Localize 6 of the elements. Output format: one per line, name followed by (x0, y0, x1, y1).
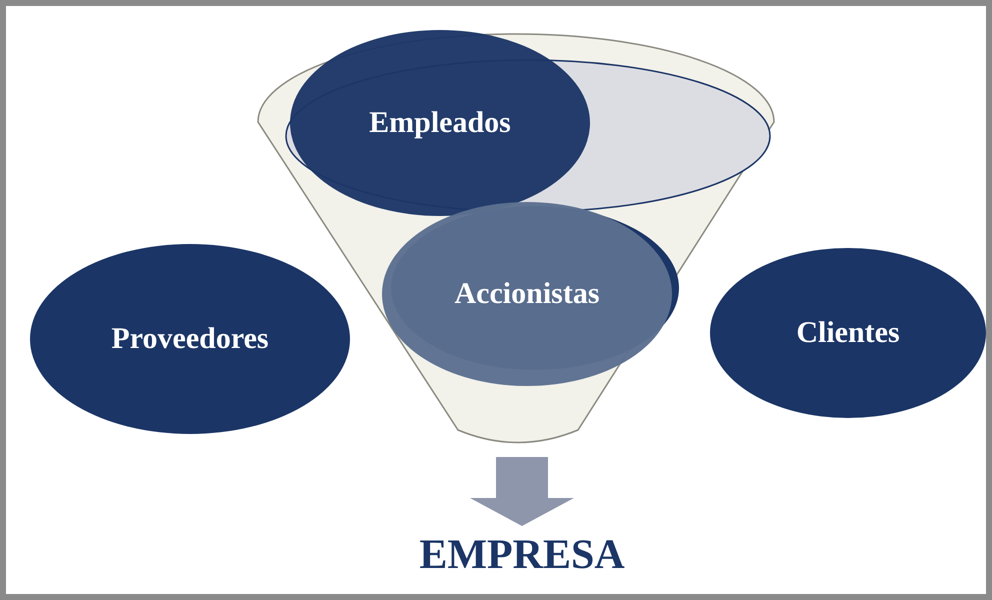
stakeholder-label: Proveedores (111, 322, 269, 356)
company-label: EMPRESA (419, 531, 625, 579)
stakeholder-label: Empleados (369, 106, 511, 140)
down-arrow (470, 457, 574, 526)
stakeholder-label: Accionistas (454, 277, 600, 311)
stakeholder-label: Clientes (796, 316, 900, 350)
